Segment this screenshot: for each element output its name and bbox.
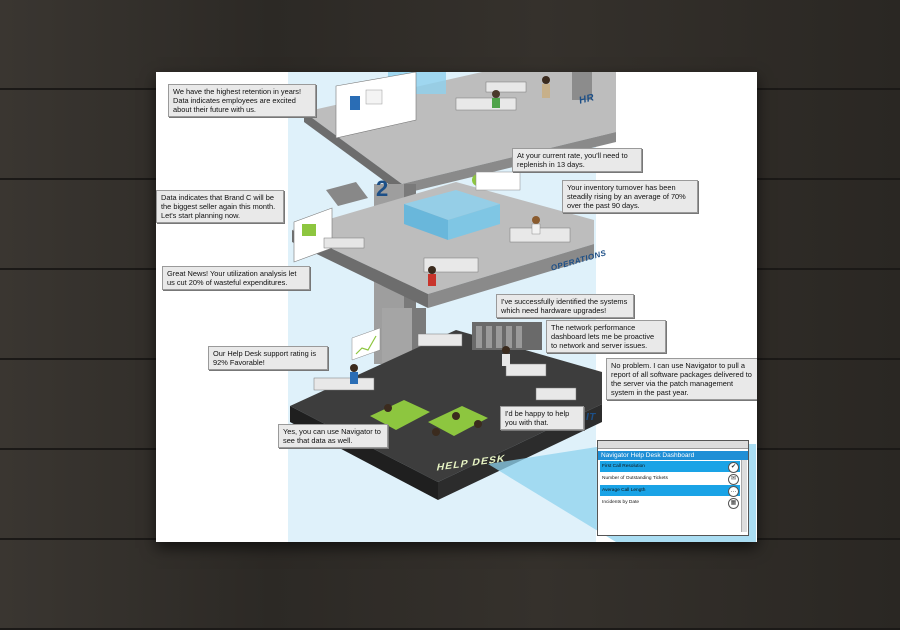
dashboard-row-label: Incidents by Date xyxy=(602,500,640,505)
help-desk-pod-right xyxy=(428,406,488,436)
dashboard-row-outstanding-tickets[interactable]: Number of Outstanding Tickets ✉ xyxy=(600,473,740,485)
operations-person-body xyxy=(428,274,436,286)
it-desk-3 xyxy=(535,387,577,401)
operations-person xyxy=(428,266,436,274)
hr-floor-edge-right xyxy=(402,132,616,194)
stairs xyxy=(326,182,368,206)
operations-person-2-body xyxy=(531,223,541,235)
hr-desk xyxy=(455,97,517,111)
hr-chart-board xyxy=(350,96,360,110)
help-desk-pod-left xyxy=(370,400,430,430)
dashboard-scrollbar[interactable] xyxy=(741,460,747,532)
hr-floor-edge-left xyxy=(304,112,402,194)
envelope-icon: ✉ xyxy=(728,474,739,485)
chat-icon: … xyxy=(728,486,739,497)
calendar-icon: ▦ xyxy=(728,498,739,509)
callout-brand-c: Data indicates that Brand C will be the … xyxy=(156,190,284,223)
operations-meeting-table xyxy=(323,237,365,249)
supply-shelf xyxy=(475,171,521,191)
dashboard-row-incidents-by-date[interactable]: Incidents by Date ▦ xyxy=(600,497,740,509)
callout-systems: I've successfully identified the systems… xyxy=(496,294,634,318)
dashboard-row-average-call-length[interactable]: Average Call Length … xyxy=(600,485,740,497)
callout-retention: We have the highest retention in years! … xyxy=(168,84,316,117)
operations-desk xyxy=(423,257,479,273)
hr-whiteboard xyxy=(365,89,383,105)
callout-inventory: Your inventory turnover has been steadil… xyxy=(562,180,698,213)
callout-happy-help: I'd be happy to help you with that. xyxy=(500,406,584,430)
navigator-dashboard-panel: Navigator Help Desk Dashboard First Call… xyxy=(597,440,749,536)
help-desk-desk xyxy=(313,377,375,391)
dashboard-row-first-call-resolution[interactable]: First Call Resolution ✔ xyxy=(600,461,740,473)
callout-software: No problem. I can use Navigator to pull … xyxy=(606,358,757,400)
help-desk-person xyxy=(350,364,358,372)
operations-glass-right xyxy=(448,204,500,240)
it-person xyxy=(502,346,510,354)
it-person-body xyxy=(502,354,510,366)
hr-person xyxy=(492,90,500,98)
callout-utilization: Great News! Your utilization analysis le… xyxy=(162,266,310,290)
dashboard-row-label: Number of Outstanding Tickets xyxy=(602,476,668,481)
dashboard-row-label: First Call Resolution xyxy=(602,464,645,469)
dashboard-titlebar xyxy=(598,441,748,449)
floor-number-label: 2 xyxy=(376,176,389,201)
callout-network: The network performance dashboard lets m… xyxy=(546,320,666,353)
operations-person-2 xyxy=(532,216,540,224)
operations-glass-left xyxy=(404,204,448,240)
operations-floor-edge-right xyxy=(428,244,594,308)
callout-replenish: At your current rate, you'll need to rep… xyxy=(512,148,642,172)
infographic-poster: HR OPERATIONS IT HELP DESK 2 We have the… xyxy=(156,72,757,542)
it-desk-2 xyxy=(505,363,547,377)
hr-meeting-room-wall xyxy=(335,72,417,139)
callout-help-desk-rating: Our Help Desk support rating is 92% Favo… xyxy=(208,346,328,370)
it-floor-label: IT xyxy=(586,412,596,423)
dashboard-title: Navigator Help Desk Dashboard xyxy=(598,451,748,460)
help-desk-board xyxy=(351,327,381,361)
hr-server-rack xyxy=(572,72,592,100)
check-icon: ✔ xyxy=(728,462,739,473)
it-desk xyxy=(417,333,463,347)
operations-screen xyxy=(302,224,316,236)
hr-desk-2 xyxy=(485,81,527,93)
hr-person-2-body xyxy=(542,84,550,98)
dashboard-row-label: Average Call Length xyxy=(602,488,646,493)
hr-person-body xyxy=(492,98,500,108)
help-desk-person-body xyxy=(350,372,358,384)
operations-glass-atrium xyxy=(404,190,500,220)
hr-person-2 xyxy=(542,76,550,84)
callout-navigator: Yes, you can use Navigator to see that d… xyxy=(278,424,388,448)
